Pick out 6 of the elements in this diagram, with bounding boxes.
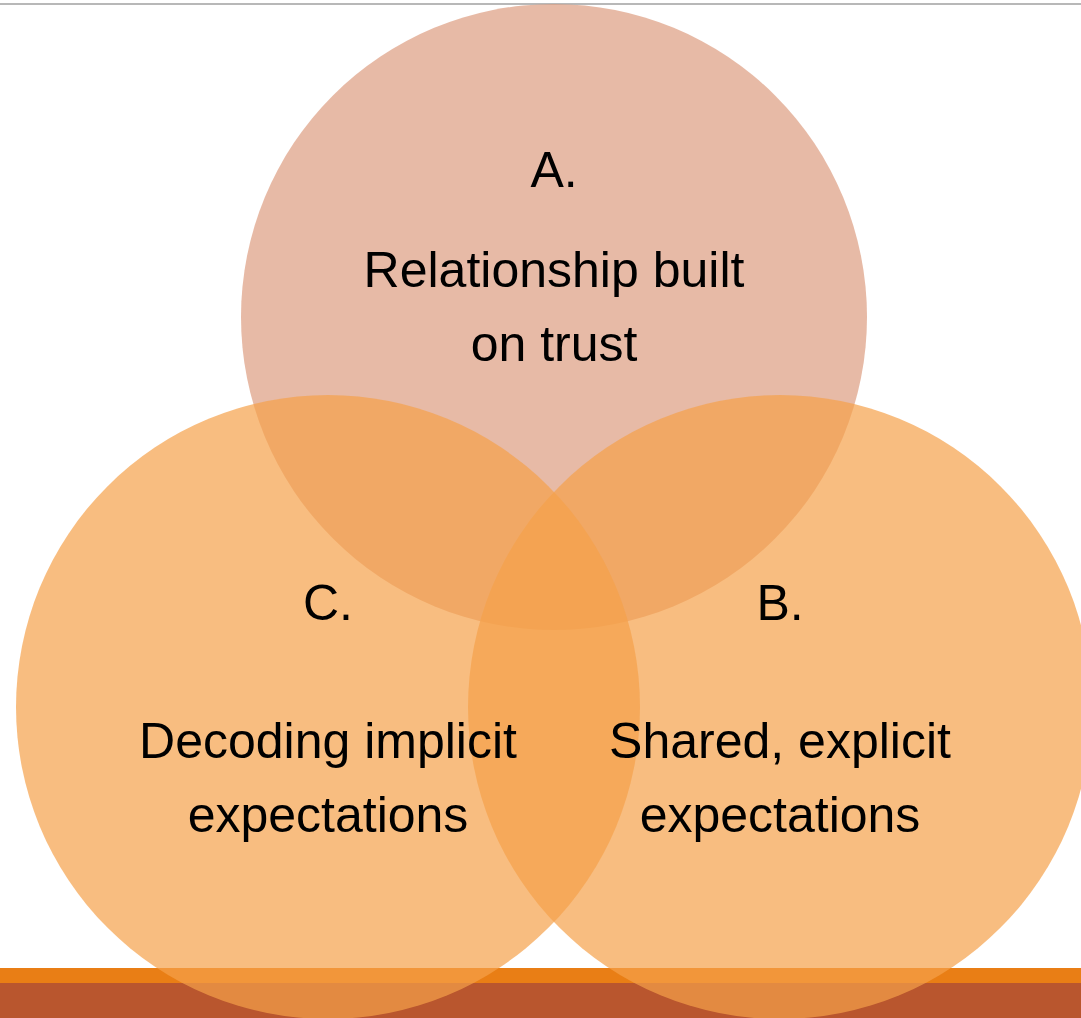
circle-label: Relationship built on trust	[362, 241, 746, 374]
circle-letter: B.	[755, 574, 805, 633]
circle-label: Shared, explicit expectations	[608, 712, 952, 845]
circle-letter: A.	[529, 141, 579, 200]
circle-letter: C.	[302, 574, 354, 633]
circle-label: Decoding implicit expectations	[138, 712, 518, 845]
